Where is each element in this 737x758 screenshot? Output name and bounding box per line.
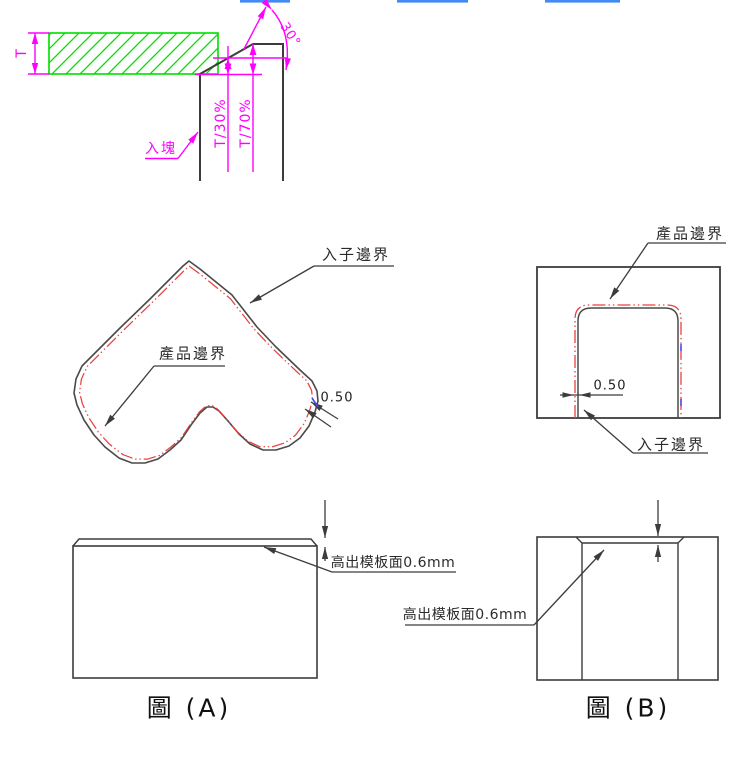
figure-b-product-boundary-label: 產品邊界 <box>655 224 725 243</box>
thickness-label: T <box>14 48 30 58</box>
top-blue-marks <box>240 0 620 3</box>
figure-b-product-boundary-line <box>574 304 682 418</box>
figure-a-caption: 圖 (A) <box>146 693 232 723</box>
figure-a-raised-face <box>72 538 318 547</box>
figure-a-product-boundary-line <box>78 265 314 460</box>
figure-b-offset-dimension <box>560 392 623 398</box>
t30-dimension-label: T/30% <box>213 98 229 148</box>
angle-dimension <box>243 0 291 71</box>
figure-b-insert-edges <box>575 536 685 680</box>
figure-a-block <box>72 545 318 679</box>
figure-a-elevation <box>72 500 456 679</box>
figure-b-insert-boundary-line <box>577 307 679 418</box>
figure-a-insert-boundary-leader <box>249 265 315 304</box>
figure-b-plate <box>536 266 721 419</box>
figure-a-boundaries <box>73 260 394 464</box>
thickness-dimension <box>28 32 49 75</box>
figure-a-insert-boundary-label: 入子邊界 <box>321 245 391 264</box>
figure-b-insert-boundary-label: 入子邊界 <box>636 435 706 454</box>
t70-dimension-label: T/70% <box>238 98 254 148</box>
figure-a-offset-dimension <box>304 397 339 428</box>
figure-a-product-boundary-label: 產品邊界 <box>158 344 228 363</box>
figure-b-product-boundary-leader <box>609 242 649 300</box>
figure-b-boundaries <box>536 242 726 454</box>
figure-a-product-boundary-leader <box>104 365 155 427</box>
figure-b-protrusion-leader <box>533 549 605 626</box>
figure-b-caption: 圖 (B) <box>585 693 671 723</box>
figure-a-offset-value: 0.50 <box>320 390 354 406</box>
section-view <box>28 0 291 181</box>
figure-b-elevation <box>405 500 719 681</box>
figure-a-protrusion-leader <box>263 546 333 573</box>
figure-b-offset-value: 0.50 <box>593 378 627 394</box>
figure-a-insert-boundary-line <box>73 260 319 464</box>
figure-a-protrusion-label: 高出模板面0.6mm <box>330 555 456 571</box>
insert-block-label: 入塊 <box>145 141 177 157</box>
hatched-insert-section <box>48 32 219 75</box>
insert-block-callout <box>145 131 199 160</box>
figure-b-protrusion-label: 高出模板面0.6mm <box>402 607 528 623</box>
figure-b-insert-boundary-leader <box>583 409 634 454</box>
figure-b-block <box>536 536 719 681</box>
